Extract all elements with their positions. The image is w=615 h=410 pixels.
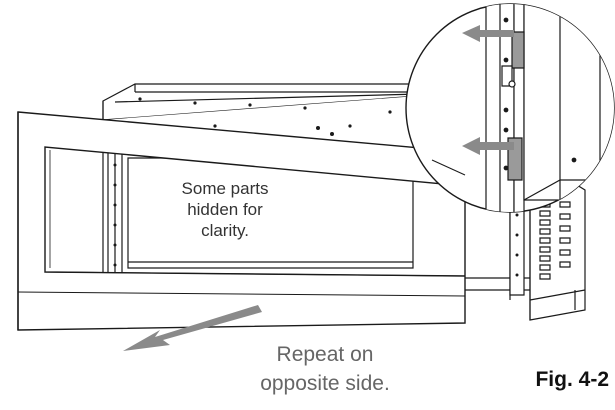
upper-bracket [512, 32, 524, 68]
note-line: hidden for [187, 200, 263, 219]
instruction-label: Repeat on opposite side. [230, 340, 420, 398]
figure-label: Fig. 4-2 [535, 368, 609, 391]
instruction-line: Repeat on [276, 343, 374, 366]
bracket-arrow-lower-icon [462, 137, 514, 155]
side-vents [540, 202, 570, 279]
detail-leader [432, 160, 465, 175]
pull-arrow-icon [123, 305, 262, 351]
instruction-line: opposite side. [260, 372, 390, 395]
note-line: clarity. [201, 221, 249, 240]
note-label: Some parts hidden for clarity. [160, 178, 290, 241]
bracket-arrow-upper-icon [462, 25, 514, 42]
note-line: Some parts [181, 179, 269, 198]
trim-frame [18, 112, 465, 330]
